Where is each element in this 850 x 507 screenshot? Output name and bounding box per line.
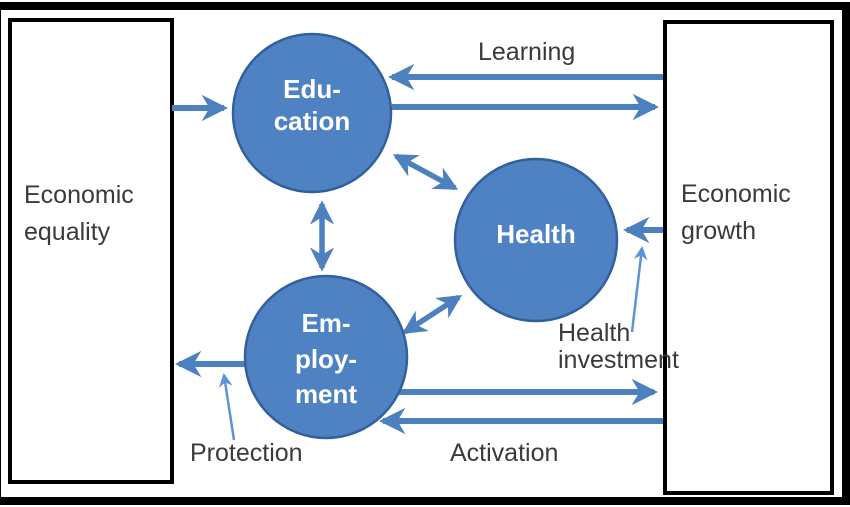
protection-label: Protection xyxy=(190,439,303,467)
health-node xyxy=(453,157,619,323)
arrow-employment-health-two-way xyxy=(401,294,463,335)
education-label-line2: cation xyxy=(274,106,351,136)
employment-node xyxy=(243,274,409,440)
employment-label-line2: ploy- xyxy=(295,344,357,374)
health-label: Health xyxy=(496,219,575,249)
education-label-line1: Edu- xyxy=(283,74,341,104)
health-investment-label-line2: investment xyxy=(558,346,679,374)
employment-label-line1: Em- xyxy=(301,308,350,338)
economic-growth-box xyxy=(663,20,834,495)
economic-growth-label-line2: growth xyxy=(681,217,756,245)
activation-label: Activation xyxy=(450,439,558,467)
learning-label: Learning xyxy=(478,38,575,66)
economic-equality-label-line1: Economic xyxy=(24,181,134,209)
health-investment-pointer-arrow xyxy=(630,245,648,333)
economic-growth-label-line1: Economic xyxy=(681,180,791,208)
employment-label-line3: ment xyxy=(295,379,357,409)
arrow-education-health-two-way xyxy=(392,153,459,191)
protection-pointer-arrow xyxy=(218,372,236,441)
economic-equality-label-line2: equality xyxy=(24,218,111,246)
economic-equality-box xyxy=(8,18,174,484)
education-node xyxy=(231,32,393,194)
health-investment-label-line1: Health xyxy=(558,319,630,347)
